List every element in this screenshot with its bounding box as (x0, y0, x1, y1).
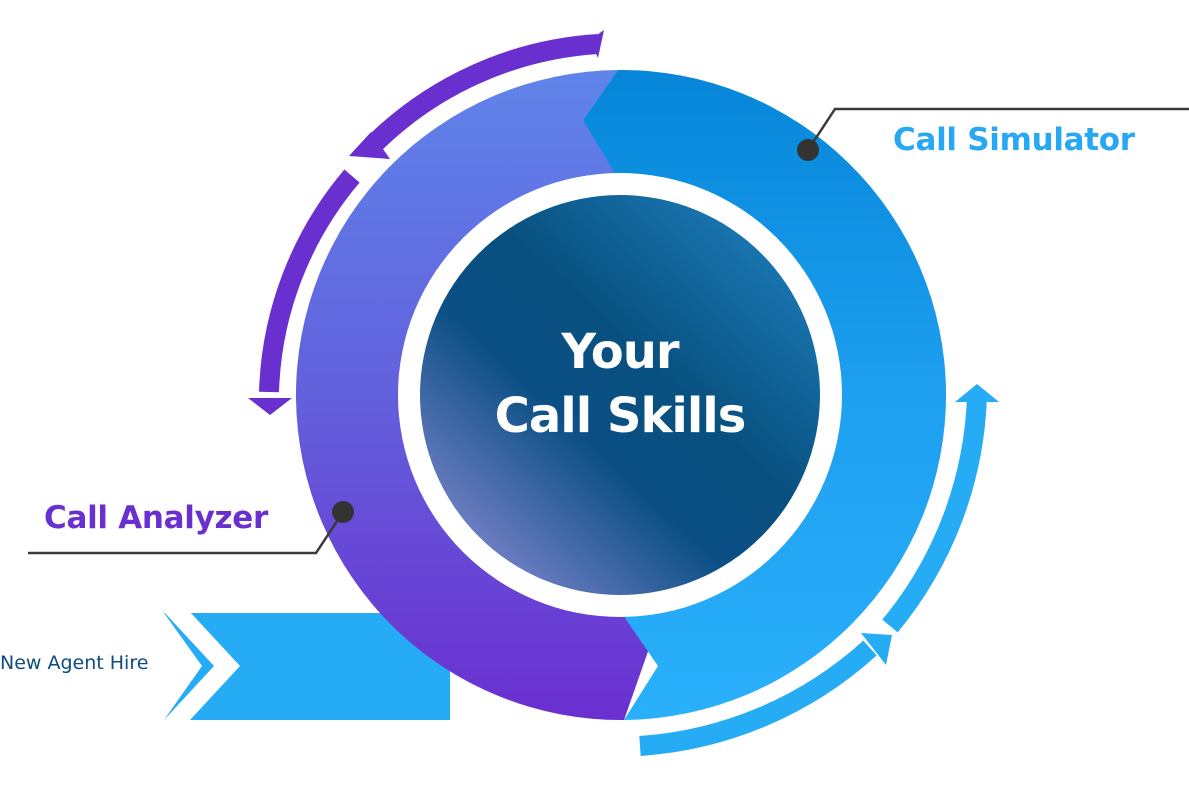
call-simulator-label: Call Simulator (893, 122, 1135, 158)
new-agent-hire-label: New Agent Hire (0, 652, 149, 674)
new-agent-hire-band (164, 612, 450, 720)
center-title: Your Call Skills (420, 320, 820, 448)
center-circle (420, 195, 820, 595)
center-title-line1: Your (561, 324, 679, 380)
purple-cycle-arrow (248, 30, 604, 415)
call-analyzer-label: Call Analyzer (44, 500, 268, 536)
center-title-line2: Call Skills (494, 388, 747, 444)
call-analyzer-leader (28, 501, 354, 555)
blue-cycle-arrow (639, 384, 999, 756)
call-simulator-leader (797, 107, 1189, 161)
